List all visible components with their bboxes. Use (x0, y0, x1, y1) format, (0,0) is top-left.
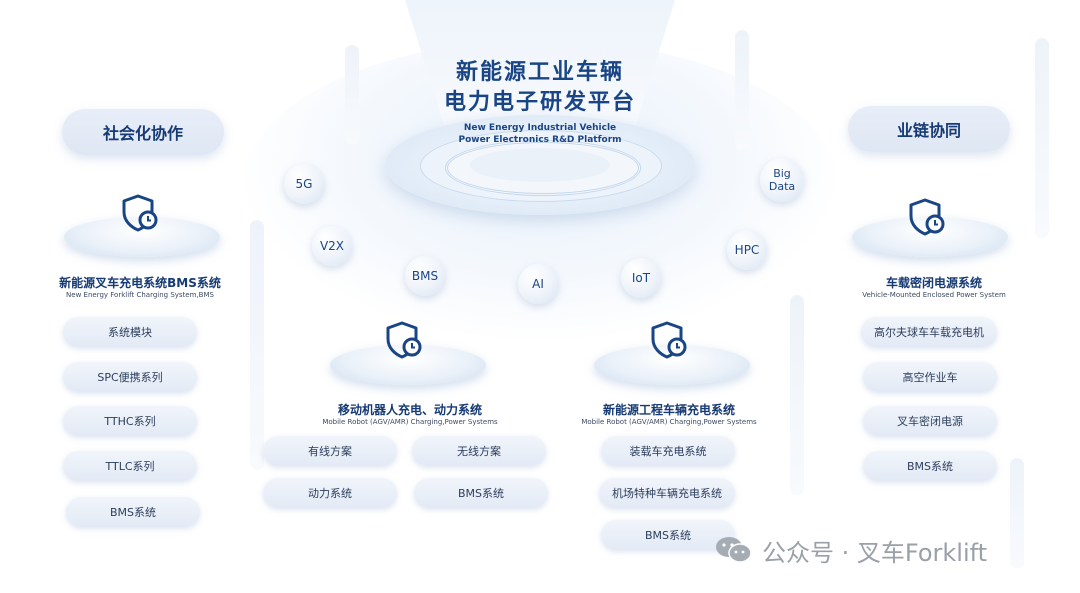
list-item: 高空作业车 (863, 362, 997, 392)
pillar-deco (345, 45, 359, 145)
list-item: TTHC系列 (63, 406, 197, 436)
system-subtitle: Mobile Robot (AGV/AMR) Charging,Power Sy… (322, 418, 498, 426)
platform-subtitle: New Energy Industrial Vehicle Power Elec… (390, 122, 690, 146)
system-subtitle: Vehicle-Mounted Enclosed Power System (862, 291, 1006, 299)
shield-clock-icon (386, 321, 422, 359)
shield-clock-icon (651, 321, 687, 359)
tech-orb-5g: 5G (284, 164, 324, 204)
watermark-text: 公众号 · 叉车Forklift (762, 538, 988, 567)
system-subtitle: New Energy Forklift Charging System,BMS (66, 291, 214, 299)
list-item: 系统模块 (63, 317, 197, 347)
watermark: 公众号 · 叉车Forklift (714, 530, 987, 570)
platform-title-line1: 新能源工业车辆 (455, 60, 624, 85)
pillar-deco (1010, 458, 1024, 568)
list-item: SPC便携系列 (63, 362, 197, 392)
pillar-deco (1035, 38, 1049, 238)
platform-core (470, 148, 610, 182)
system-title: 新能源工程车辆充电系统 (602, 403, 735, 417)
list-item: BMS系统 (601, 520, 735, 550)
list-item: 叉车密闭电源 (863, 406, 997, 436)
shield-clock-icon (122, 194, 158, 232)
list-item: BMS系统 (414, 478, 548, 508)
shield-clock-icon (909, 198, 945, 236)
list-item: 机场特种车辆充电系统 (599, 478, 735, 508)
list-item: TTLC系列 (63, 451, 197, 481)
pillar-deco (790, 295, 804, 495)
list-item: 高尔夫球车车载充电机 (861, 317, 997, 347)
system-subtitle: Mobile Robot (AGV/AMR) Charging,Power Sy… (581, 418, 757, 426)
pillar-deco (735, 30, 749, 150)
system-title: 新能源叉车充电系统BMS系统 (59, 276, 221, 290)
tech-orb-bms: BMS (405, 256, 445, 296)
tech-orb-v2x: V2X (312, 226, 352, 266)
list-item: 有线方案 (263, 436, 397, 466)
header-industry-chain: 业链协同 (848, 106, 1010, 152)
header-social-collaboration: 社会化协作 (62, 109, 224, 155)
platform-title: 新能源工业车辆 电力电子研发平台 (390, 58, 690, 118)
system-title: 车载密闭电源系统 (885, 276, 982, 290)
list-item: BMS系统 (66, 497, 200, 527)
platform-subtitle-line2: Power Electronics R&D Platform (458, 135, 622, 145)
tech-orb-iot: IoT (621, 258, 661, 298)
tech-orb-hpc: HPC (727, 230, 767, 270)
tech-orb-ai: AI (518, 264, 558, 304)
wechat-icon (716, 537, 752, 563)
list-item: 动力系统 (263, 478, 397, 508)
platform-title-line2: 电力电子研发平台 (443, 90, 636, 115)
platform-subtitle-line1: New Energy Industrial Vehicle (463, 123, 617, 133)
list-item: BMS系统 (863, 451, 997, 481)
list-item: 无线方案 (412, 436, 546, 466)
tech-orb-big-data: Big Data (760, 158, 804, 202)
list-item: 装载车充电系统 (601, 436, 735, 466)
system-title: 移动机器人充电、动力系统 (337, 403, 482, 417)
pillar-deco (250, 220, 264, 470)
